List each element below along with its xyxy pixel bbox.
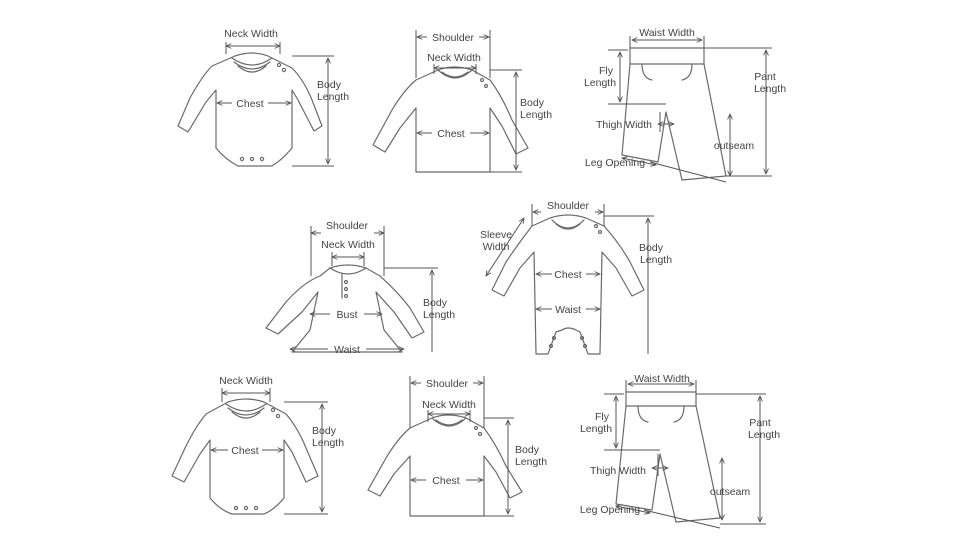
- leg-opening-label: Leg Opening: [580, 504, 640, 516]
- length-label: Length: [423, 309, 455, 321]
- pants: Waist Width Pant Length Fly Length Thigh…: [580, 373, 780, 529]
- length-label: Length: [748, 429, 780, 441]
- length-label: Length: [584, 77, 616, 89]
- width-label: Width: [483, 241, 510, 253]
- length-label: Length: [312, 437, 344, 449]
- length-label: Length: [754, 83, 786, 95]
- romper: Shoulder Sleeve Width Chest Waist Body L…: [480, 200, 672, 355]
- dress: Shoulder Neck Width Bust Waist Body Leng…: [265, 220, 455, 356]
- long-sleeve-shirt: Shoulder Neck Width Chest Body Length: [367, 376, 547, 517]
- bust-label: Bust: [336, 309, 357, 321]
- pants: Waist Width Pant Length Fly Length Thigh…: [584, 27, 786, 183]
- body-label: Body: [317, 79, 342, 91]
- chest-label: Chest: [236, 98, 264, 110]
- thigh-width-label: Thigh Width: [590, 465, 646, 477]
- length-label: Length: [580, 423, 612, 435]
- body-label: Body: [520, 97, 545, 109]
- body-label: Body: [312, 425, 337, 437]
- bodysuit-top: Neck Width Body Length Chest: [171, 375, 344, 515]
- length-label: Length: [317, 91, 349, 103]
- shoulder-label: Shoulder: [432, 32, 475, 44]
- shoulder-label: Shoulder: [547, 200, 590, 212]
- waist-label: Waist: [334, 344, 360, 356]
- body-label: Body: [515, 444, 540, 456]
- thigh-width-label: Thigh Width: [596, 119, 652, 131]
- pant-label: Pant: [754, 71, 776, 83]
- shoulder-label: Shoulder: [326, 220, 369, 232]
- waist-label: Waist: [555, 304, 581, 316]
- waist-width-label: Waist Width: [634, 373, 690, 385]
- shoulder-label: Shoulder: [426, 378, 469, 390]
- fly-label: Fly: [599, 65, 614, 77]
- long-sleeve-shirt: Shoulder Neck Width Chest Body Length: [372, 30, 552, 173]
- outseam-label: outseam: [714, 140, 755, 152]
- length-label: Length: [520, 109, 552, 121]
- neck-width-label: Neck Width: [219, 375, 273, 387]
- body-label: Body: [423, 297, 448, 309]
- chest-label: Chest: [231, 445, 259, 457]
- neck-width-label: Neck Width: [224, 28, 278, 40]
- length-label: Length: [640, 254, 672, 266]
- sleeve-label: Sleeve: [480, 229, 512, 241]
- body-label: Body: [639, 242, 664, 254]
- fly-label: Fly: [595, 411, 610, 423]
- neck-width-label: Neck Width: [321, 239, 375, 251]
- length-label: Length: [515, 456, 547, 468]
- outseam-label: outseam: [710, 486, 751, 498]
- pant-label: Pant: [749, 417, 771, 429]
- leg-opening-label: Leg Opening: [585, 157, 645, 169]
- neck-width-label: Neck Width: [427, 52, 481, 64]
- chest-label: Chest: [554, 269, 582, 281]
- chest-label: Chest: [437, 128, 465, 140]
- waist-width-label: Waist Width: [639, 27, 695, 39]
- bodysuit-top: Neck Width Body Length Chest: [177, 28, 349, 167]
- chest-label: Chest: [432, 475, 460, 487]
- neck-width-label: Neck Width: [422, 399, 476, 411]
